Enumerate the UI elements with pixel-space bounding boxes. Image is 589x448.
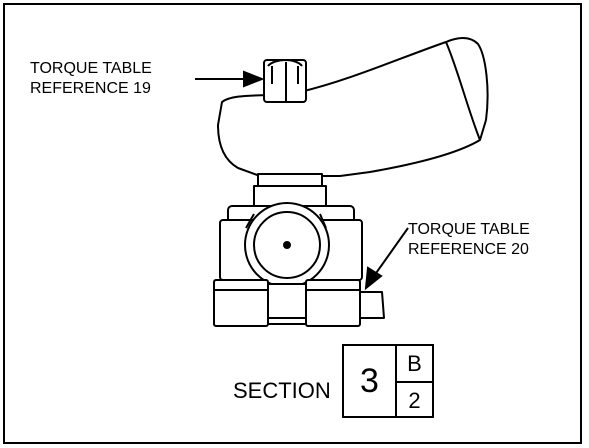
lever-arm: [217, 37, 489, 177]
bore-inner: [253, 211, 321, 279]
section-label: SECTION: [233, 378, 331, 403]
callout-ref20: TORQUE TABLE REFERENCE 20: [408, 220, 530, 260]
section-zone: 2: [408, 387, 421, 413]
arrow-20: [364, 266, 383, 291]
stem-collar: [257, 173, 323, 187]
callout-ref20-line1: TORQUE TABLE: [408, 221, 530, 238]
section-number: 3: [360, 361, 379, 400]
section-sheet: B: [407, 350, 422, 376]
right-port: [305, 279, 361, 327]
section-callout-box: 3 B 2: [342, 344, 434, 418]
callout-ref20-line2: REFERENCE 20: [408, 241, 529, 258]
leader-20: [373, 227, 409, 277]
left-port: [213, 279, 269, 327]
arrow-19: [243, 70, 265, 88]
callout-ref19-line1: TORQUE TABLE: [30, 60, 152, 77]
section-divider-horizontal: [397, 381, 432, 383]
callout-ref19-line2: REFERENCE 19: [30, 80, 151, 97]
callout-ref19: TORQUE TABLE REFERENCE 19: [30, 59, 152, 99]
section-divider-vertical: [395, 346, 397, 416]
